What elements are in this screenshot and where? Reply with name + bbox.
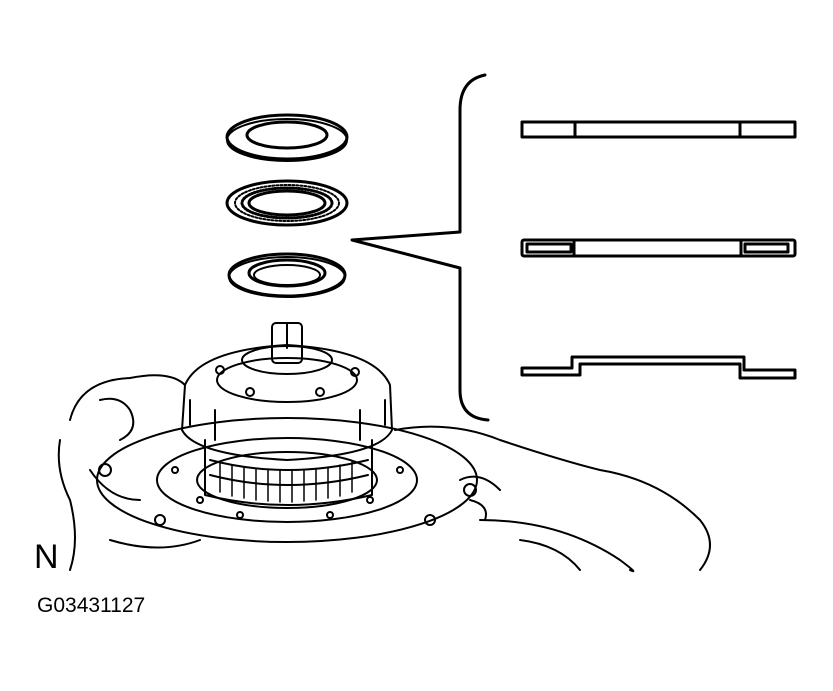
view-letter-label: N	[34, 538, 59, 576]
transmission-case	[57, 374, 711, 573]
thrust-needle-bearing	[225, 179, 349, 227]
cross-section-bearing	[520, 238, 797, 258]
cross-section-race	[520, 355, 797, 380]
thrust-washer	[225, 113, 349, 162]
figure-code-label: G03431127	[37, 594, 146, 617]
callout-bracket	[350, 73, 490, 422]
cross-section-washer	[520, 120, 797, 139]
bearing-race	[227, 252, 347, 298]
planetary-carrier	[181, 322, 393, 506]
